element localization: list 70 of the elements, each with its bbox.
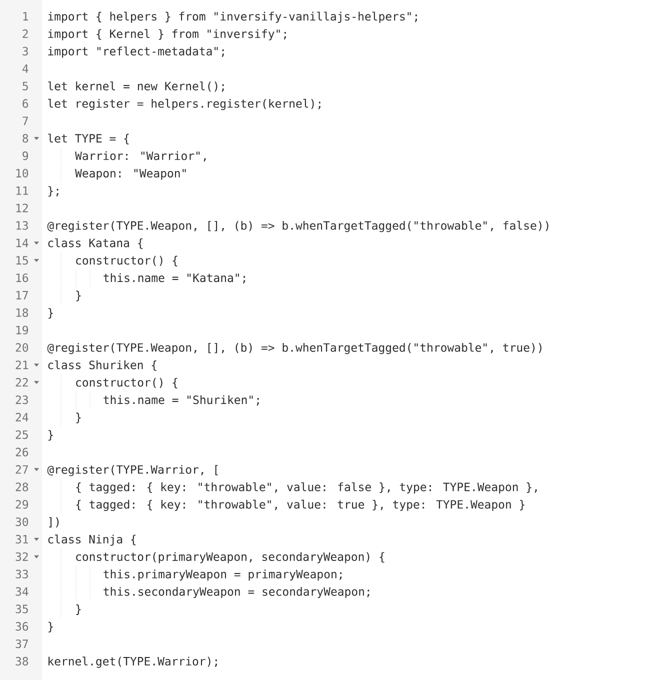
code-line: ])	[49, 517, 59, 528]
code-line: @register(TYPE.Weapon, [], (b) => b.whenTargetTagged("throwable", true))	[47, 342, 542, 354]
line-number: 25	[16, 430, 28, 439]
line-number: 30	[16, 517, 28, 526]
line-number: 22	[16, 378, 28, 387]
code-line: Weapon: "Weapon"	[75, 169, 186, 180]
code-line: Warrior: "Warrior",	[75, 151, 206, 162]
line-number: 35	[16, 604, 28, 614]
line-number: 4	[22, 64, 28, 73]
line-number: 15	[16, 256, 28, 265]
line-number: 33	[16, 570, 28, 578]
line-number: 6	[22, 99, 28, 108]
line-number: 17	[16, 291, 28, 300]
code-line: constructor(primaryWeapon, secondaryWeapon) {	[76, 552, 384, 564]
code-line: }	[76, 412, 81, 424]
line-number: 29	[16, 500, 28, 509]
line-number: 13	[16, 221, 28, 230]
code-line: import "reflect-metadata";	[48, 46, 224, 58]
line-number: 34	[16, 587, 28, 596]
code-line: this.name = "Shuriken";	[104, 395, 259, 406]
line-number: 24	[16, 412, 28, 422]
code-line: @register(TYPE.Warrior, [	[47, 464, 218, 476]
line-number: 38	[16, 656, 28, 666]
line-number: 8	[22, 134, 28, 143]
code-line: @register(TYPE.Weapon, [], (b) => b.whenTargetTagged("throwable", false))	[47, 220, 548, 232]
code-line: }	[76, 604, 81, 615]
line-number: 12	[16, 204, 28, 212]
line-number: 9	[22, 151, 28, 160]
line-number: 31	[16, 534, 28, 544]
line-number: 16	[16, 273, 28, 282]
code-line: }	[48, 622, 53, 632]
code-line: class Ninja {	[48, 534, 136, 546]
line-number: 28	[16, 482, 28, 492]
code-line: }	[76, 290, 81, 302]
code-line: this.name = "Katana";	[104, 273, 246, 284]
code-line: }	[48, 308, 53, 319]
line-number: 26	[16, 448, 28, 456]
line-number: 21	[16, 360, 28, 370]
code-line: constructor() {	[76, 378, 178, 388]
line-number: 10	[16, 168, 28, 178]
line-number: 2	[22, 29, 28, 38]
code-line: import { Kernel } from "inversify";	[48, 29, 286, 40]
code-line: { tagged: { key: "throwable", value: true }, type: TYPE.Weapon }	[76, 500, 524, 511]
line-number: 36	[16, 622, 28, 631]
line-number: 27	[16, 465, 28, 474]
code-line: class Katana {	[48, 238, 143, 249]
code-line: }	[48, 430, 53, 441]
line-number: 32	[16, 552, 28, 561]
line-number: 18	[16, 308, 28, 317]
code-line: };	[48, 186, 58, 197]
line-number: 5	[22, 82, 28, 90]
line-number: 3	[22, 46, 28, 56]
code-line: let TYPE = {	[48, 134, 129, 144]
code-line: { tagged: { key: "throwable", value: false }, type: TYPE.Weapon },	[76, 482, 537, 494]
code-line: class Shuriken {	[48, 360, 156, 371]
code-line: let kernel = new Kernel();	[48, 81, 224, 92]
code-line: let register = helpers.register(kernel);	[48, 98, 320, 110]
line-number: 14	[16, 238, 28, 248]
code-line: this.secondaryWeapon = secondaryWeapon;	[104, 586, 370, 598]
line-number: 7	[22, 116, 28, 126]
line-number: 11	[16, 186, 28, 195]
line-number: 20	[16, 343, 28, 352]
line-number: 1	[23, 12, 28, 20]
line-number: 23	[16, 395, 28, 404]
code-line: constructor() {	[76, 256, 178, 266]
code-line: this.primaryWeapon = primaryWeapon;	[104, 570, 342, 581]
code-line: kernel.get(TYPE.Warrior);	[48, 656, 217, 668]
code-line: import { helpers } from "inversify-vanillajs-helpers";	[48, 12, 417, 23]
line-number: 19	[16, 326, 28, 334]
line-number: 37	[16, 639, 28, 648]
